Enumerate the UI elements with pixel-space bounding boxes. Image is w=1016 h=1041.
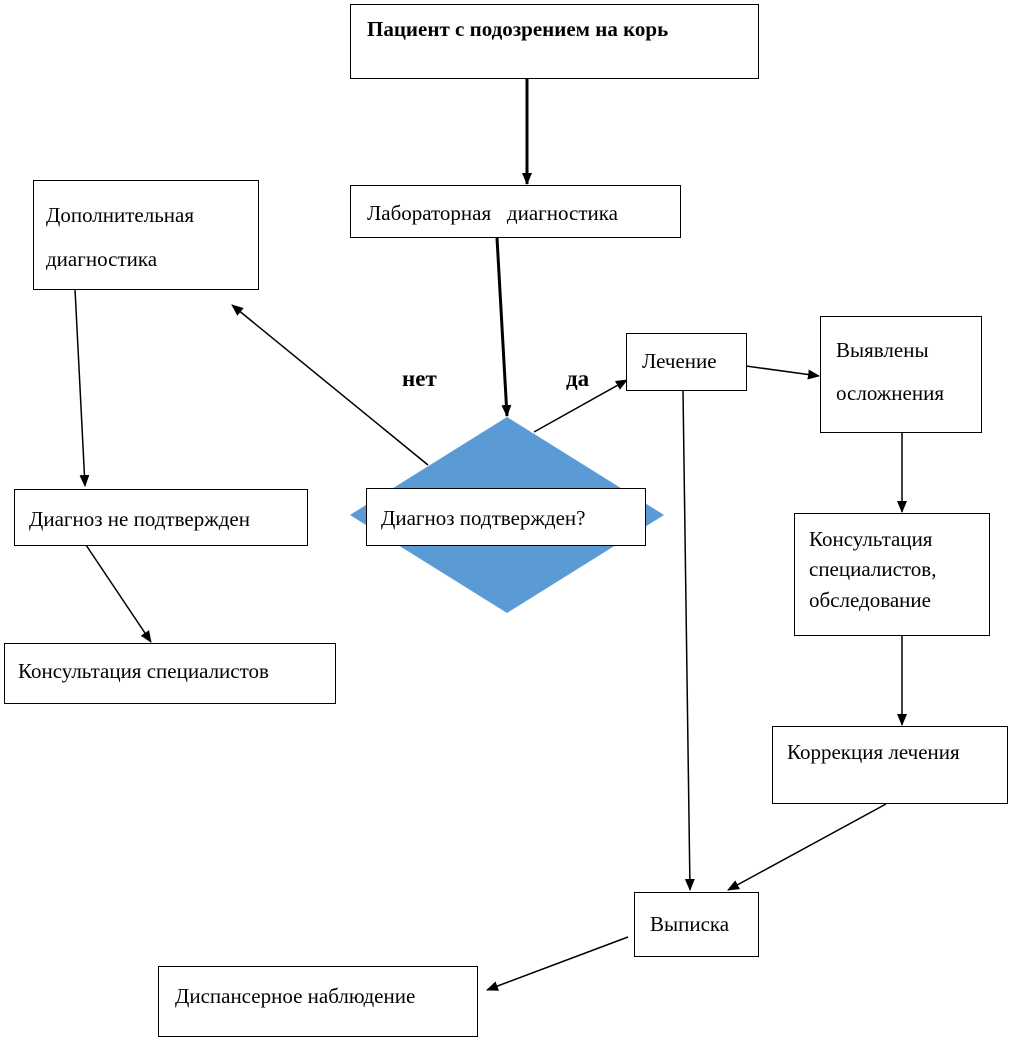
node-complications-label: Выявлены осложнения (836, 338, 945, 405)
node-not-confirmed: Диагноз не подтвержден (14, 489, 308, 546)
arrow-notconfirmed-to-consult (85, 544, 152, 643)
node-complications: Выявлены осложнения (820, 316, 982, 433)
arrow-discharge-to-followup (486, 936, 629, 991)
node-treatment: Лечение (626, 333, 747, 391)
node-consult-left-label: Консультация специалистов (18, 659, 269, 683)
node-not-confirmed-label: Диагноз не подтвержден (29, 507, 250, 531)
node-consult-left: Консультация специалистов (4, 643, 336, 704)
node-start-label: Пациент с подозрением на корь (367, 17, 669, 41)
node-lab: Лабораторная диагностика (350, 185, 681, 238)
node-start: Пациент с подозрением на корь (350, 4, 759, 79)
arrow-decision-no (231, 304, 429, 466)
arrow-treatment-to-complications (745, 365, 820, 380)
node-consult-right: Консультация специалистов, обследование (794, 513, 990, 636)
arrow-treatment-to-discharge (682, 390, 695, 891)
node-correction-label: Коррекция лечения (787, 740, 960, 764)
label-no: нет (402, 366, 437, 391)
node-discharge-label: Выписка (650, 912, 730, 936)
node-decision-label: Диагноз подтвержден? (381, 506, 586, 530)
node-discharge: Выписка (634, 892, 759, 957)
node-treatment-label: Лечение (642, 349, 717, 373)
node-extra-diag-label: Дополнительная диагностика (46, 203, 195, 271)
node-lab-label: Лабораторная диагностика (367, 201, 618, 225)
label-yes: да (566, 366, 590, 391)
arrow-correction-to-discharge (727, 803, 887, 891)
node-correction: Коррекция лечения (772, 726, 1008, 804)
arrow-extra-to-notconfirmed (74, 288, 90, 487)
node-consult-right-label: Консультация специалистов, обследование (809, 527, 937, 612)
node-followup: Диспансерное наблюдение (158, 966, 478, 1037)
arrow-lab-to-decision (495, 237, 512, 417)
arrow-decision-yes (533, 379, 628, 433)
node-followup-label: Диспансерное наблюдение (175, 984, 416, 1008)
node-extra-diag: Дополнительная диагностика (33, 180, 259, 290)
node-decision: Диагноз подтвержден? (366, 488, 646, 546)
